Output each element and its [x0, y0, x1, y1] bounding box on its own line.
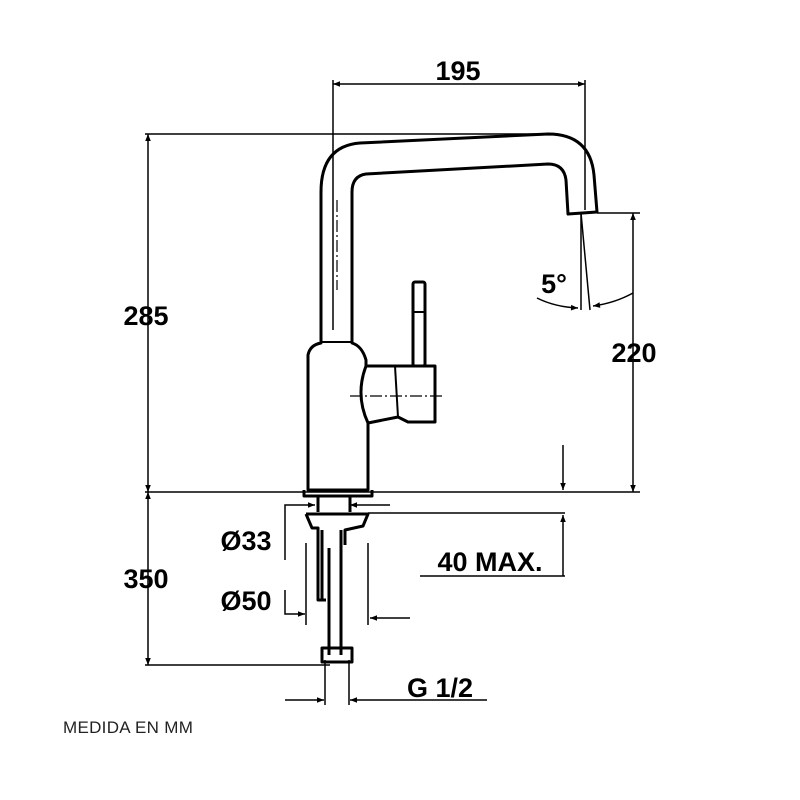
dimension-285: 285 — [123, 301, 168, 331]
units-note: MEDIDA EN MM — [63, 718, 194, 737]
dimension-d50: Ø50 — [220, 586, 271, 616]
dimension-angle: 5° — [541, 269, 567, 299]
dimension-40-max: 40 MAX. — [437, 547, 542, 577]
spout — [319, 132, 599, 326]
center-lines — [336, 200, 445, 397]
handle-body — [359, 364, 437, 425]
lever — [411, 280, 427, 368]
dimension-350: 350 — [123, 564, 168, 594]
connector-nut — [320, 646, 354, 664]
dimension-195: 195 — [435, 56, 480, 86]
dimension-lines — [145, 80, 640, 705]
dimension-d33: Ø33 — [220, 526, 271, 556]
dimension-g12: G 1/2 — [407, 673, 473, 703]
faucet-outline — [302, 132, 599, 664]
dimension-220: 220 — [611, 338, 656, 368]
